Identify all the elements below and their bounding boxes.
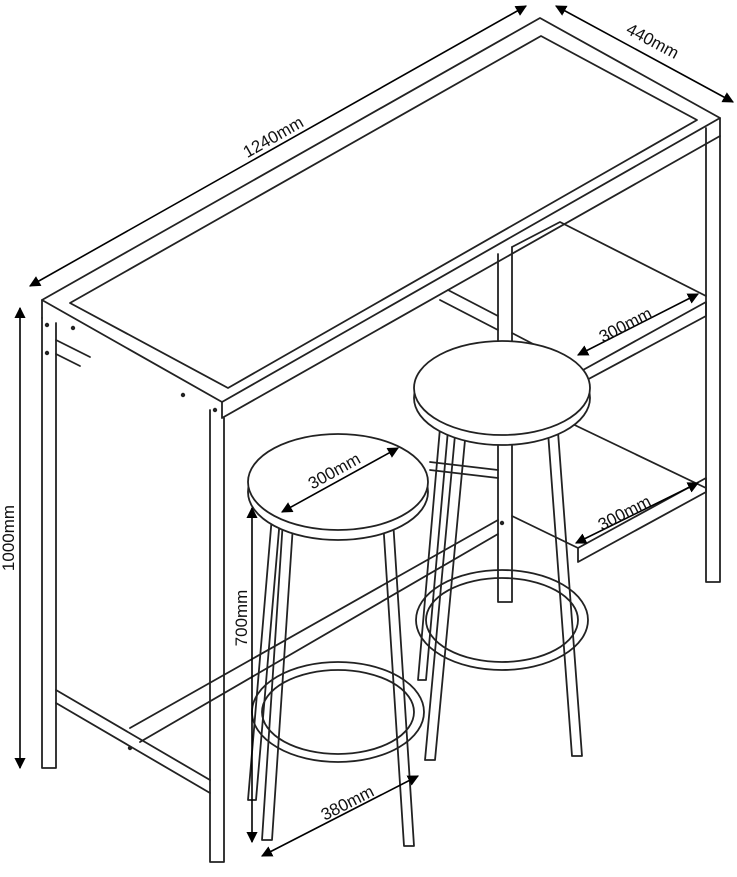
long-bottom-rail xyxy=(129,519,499,743)
label-table-length: 1240mm xyxy=(240,113,307,162)
label-stool-height: 700mm xyxy=(232,590,251,647)
left-upper-rail xyxy=(55,339,91,367)
dim-arrow-length xyxy=(29,5,527,287)
bolt xyxy=(70,325,76,331)
stool-back-seat xyxy=(413,340,591,436)
bolt xyxy=(212,407,218,413)
label-stool-base: 380mm xyxy=(318,782,377,825)
stool-back-leg xyxy=(417,427,449,681)
leg-front-right xyxy=(209,409,225,863)
stool-back-footrest-inner xyxy=(425,577,579,663)
dim-arrow-seat xyxy=(281,447,399,513)
label-shelf-upper: 300mm xyxy=(596,304,655,347)
leg-back-right xyxy=(705,127,721,583)
stool-back-footrest xyxy=(415,569,589,671)
dimension-labels: 1240mm 440mm 1000mm 300mm 300mm 300mm 70… xyxy=(0,19,682,824)
stool-back xyxy=(413,340,591,761)
back-upper-rail xyxy=(439,289,499,331)
lower-back-rail xyxy=(429,461,499,479)
label-table-depth: 440mm xyxy=(623,19,682,62)
label-shelf-lower: 300mm xyxy=(595,492,654,535)
bolt xyxy=(180,392,186,398)
dimension-lines xyxy=(14,5,734,857)
bolt xyxy=(127,745,133,751)
table-top-front-edge xyxy=(41,117,721,419)
label-table-height: 1000mm xyxy=(0,505,18,571)
dim-arrow-shelf-upper xyxy=(577,293,699,356)
dim-arrow-shelf-lower xyxy=(574,482,700,544)
dim-arrow-stool-base xyxy=(261,775,419,857)
stool-front-footrest xyxy=(251,661,425,763)
bolt xyxy=(44,322,50,328)
stool-back-leg xyxy=(547,431,583,757)
leg-front-left xyxy=(41,317,57,769)
dim-arrow-depth xyxy=(555,5,734,103)
bolt xyxy=(499,520,505,526)
bolt xyxy=(44,350,50,356)
stool-back-leg xyxy=(424,434,466,761)
table-top xyxy=(41,17,721,403)
stool-front-footrest-inner xyxy=(261,669,415,755)
left-bottom-rail xyxy=(55,689,211,794)
